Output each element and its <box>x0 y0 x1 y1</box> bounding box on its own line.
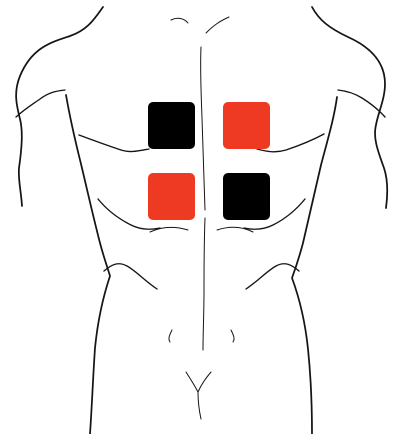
left-oblique-line <box>104 264 157 289</box>
right-torso-edge <box>292 97 337 434</box>
torso-outline <box>16 7 387 434</box>
upper-left-pad <box>148 102 195 149</box>
right-abdomen-line <box>217 227 253 232</box>
lower-left-groin-line <box>169 330 172 342</box>
navel-line <box>186 372 211 392</box>
upper-right-pad <box>223 102 270 149</box>
lower-left-pad <box>148 173 195 220</box>
right-oblique-line <box>246 264 299 289</box>
right-shoulder-contour <box>338 90 385 117</box>
electrode-pads <box>148 102 270 220</box>
left-torso-edge <box>66 95 110 434</box>
left-shoulder-contour <box>16 90 65 117</box>
right-collarbone-line <box>206 17 229 33</box>
center-line-lower <box>203 218 205 350</box>
navel-stem <box>198 392 201 419</box>
left-abdomen-line <box>150 227 188 232</box>
lower-right-pad <box>223 173 270 220</box>
left-pec-line <box>79 135 149 152</box>
left-collarbone-line <box>171 18 188 23</box>
center-line-upper <box>201 47 205 210</box>
lower-right-groin-line <box>231 330 234 342</box>
